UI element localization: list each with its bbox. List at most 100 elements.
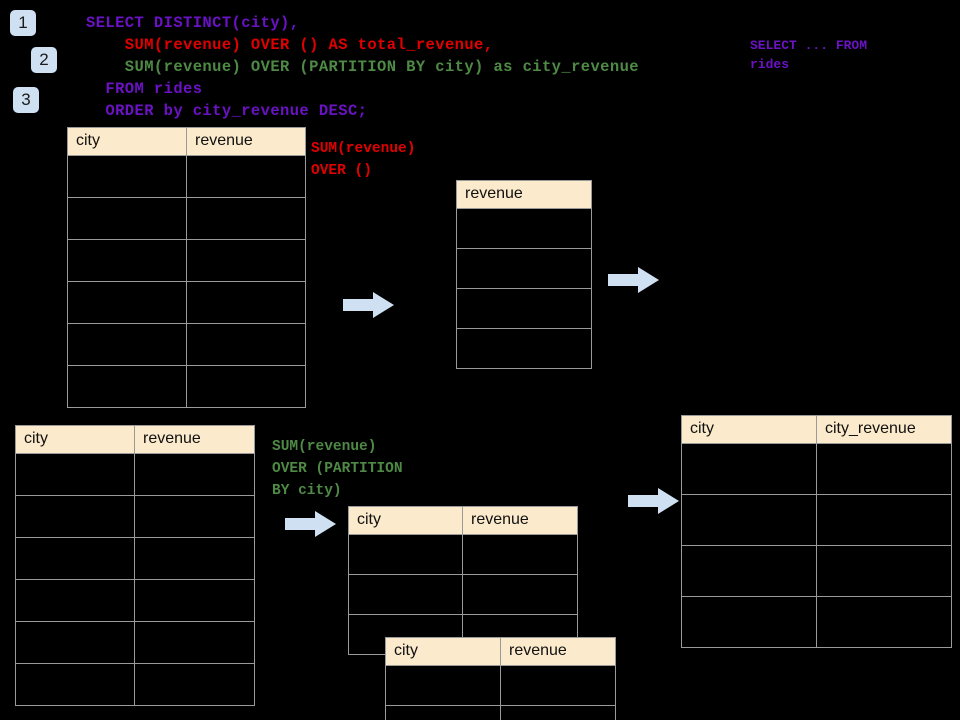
column-header-city: city — [67, 127, 187, 156]
table-cell — [385, 665, 501, 706]
table-row — [348, 574, 578, 615]
table-row — [67, 197, 306, 240]
column-header-revenue: revenue — [462, 506, 578, 535]
table-row — [385, 705, 616, 720]
table-body — [15, 453, 255, 706]
table-cell — [681, 494, 817, 546]
column-header-revenue: revenue — [500, 637, 616, 666]
table-cell — [385, 705, 501, 720]
table-cell — [134, 621, 255, 664]
step-badge-1: 1 — [10, 10, 36, 36]
table-row — [348, 534, 578, 575]
table-header-row: revenue — [456, 180, 592, 209]
table-cell — [15, 453, 135, 496]
table-cell — [134, 537, 255, 580]
table-cell — [681, 545, 817, 597]
table-cell — [500, 705, 616, 720]
table-cell — [816, 494, 952, 546]
column-header-city: city — [15, 425, 135, 454]
rides-source-table-partitioned: city revenue — [15, 425, 255, 706]
sql-line-select-distinct: SELECT DISTINCT(city), — [86, 14, 300, 32]
table-body — [348, 534, 578, 655]
sql-line-sum-over-empty: SUM(revenue) OVER () AS total_revenue, — [86, 36, 494, 54]
table-cell — [456, 248, 592, 289]
table-cell — [462, 534, 578, 575]
table-cell — [186, 239, 306, 282]
table-cell — [15, 537, 135, 580]
partition-group-table-front: city revenue — [385, 637, 616, 720]
arrow-total-revenue-to-result — [608, 267, 659, 293]
table-cell — [186, 281, 306, 324]
table-cell — [681, 596, 817, 648]
table-row — [456, 328, 592, 369]
table-row — [456, 248, 592, 289]
table-body — [67, 155, 306, 408]
table-header-row: city city_revenue — [681, 415, 952, 444]
arrow-rides-to-partition — [285, 511, 336, 537]
table-body — [385, 665, 616, 720]
table-cell — [816, 596, 952, 648]
column-header-city: city — [681, 415, 817, 444]
table-row — [67, 155, 306, 198]
annotation-sum-over-partition: SUM(revenue) OVER (PARTITION BY city) — [272, 439, 403, 499]
table-cell — [186, 155, 306, 198]
table-row — [681, 596, 952, 648]
table-row — [15, 495, 255, 538]
table-row — [681, 443, 952, 495]
step-badge-3: 3 — [13, 87, 39, 113]
table-body — [681, 443, 952, 648]
table-row — [456, 208, 592, 249]
table-header-row: city revenue — [348, 506, 578, 535]
table-row — [67, 365, 306, 408]
table-cell — [67, 365, 187, 408]
annotation-select-from-rides: SELECT ... FROM rides — [750, 38, 868, 72]
table-row — [15, 579, 255, 622]
table-cell — [348, 574, 463, 615]
table-cell — [681, 443, 817, 495]
table-cell — [15, 579, 135, 622]
table-cell — [456, 208, 592, 249]
arrow-rides-to-total-revenue — [343, 292, 394, 318]
table-header-row: city revenue — [15, 425, 255, 454]
table-cell — [134, 663, 255, 706]
table-row — [15, 453, 255, 496]
table-cell — [500, 665, 616, 706]
table-cell — [134, 495, 255, 538]
table-row — [67, 323, 306, 366]
table-cell — [15, 621, 135, 664]
column-header-revenue: revenue — [186, 127, 306, 156]
table-cell — [67, 155, 187, 198]
table-row — [15, 621, 255, 664]
table-cell — [67, 281, 187, 324]
table-row — [385, 665, 616, 706]
table-cell — [67, 323, 187, 366]
annotation-sum-over-empty: SUM(revenue) OVER () — [311, 141, 416, 179]
table-cell — [186, 323, 306, 366]
sql-line-from-rides: FROM rides — [86, 80, 203, 98]
partition-group-table-back: city revenue — [348, 506, 578, 655]
table-row — [681, 494, 952, 546]
table-cell — [186, 197, 306, 240]
sql-line-sum-over-partition: SUM(revenue) OVER (PARTITION BY city) as… — [86, 58, 639, 76]
table-cell — [348, 534, 463, 575]
table-row — [15, 663, 255, 706]
column-header-city-revenue: city_revenue — [816, 415, 952, 444]
table-cell — [67, 239, 187, 282]
table-cell — [456, 328, 592, 369]
step-badge-2: 2 — [31, 47, 57, 73]
table-row — [15, 537, 255, 580]
table-cell — [15, 663, 135, 706]
table-cell — [186, 365, 306, 408]
table-cell — [15, 495, 135, 538]
table-cell — [816, 443, 952, 495]
table-row — [681, 545, 952, 597]
table-cell — [134, 579, 255, 622]
final-result-table: city city_revenue — [681, 415, 952, 648]
column-header-revenue: revenue — [456, 180, 592, 209]
table-row — [67, 281, 306, 324]
table-row — [456, 288, 592, 329]
column-header-revenue: revenue — [134, 425, 255, 454]
table-header-row: city revenue — [67, 127, 306, 156]
sql-line-order-by: ORDER by city_revenue DESC; — [86, 102, 368, 120]
